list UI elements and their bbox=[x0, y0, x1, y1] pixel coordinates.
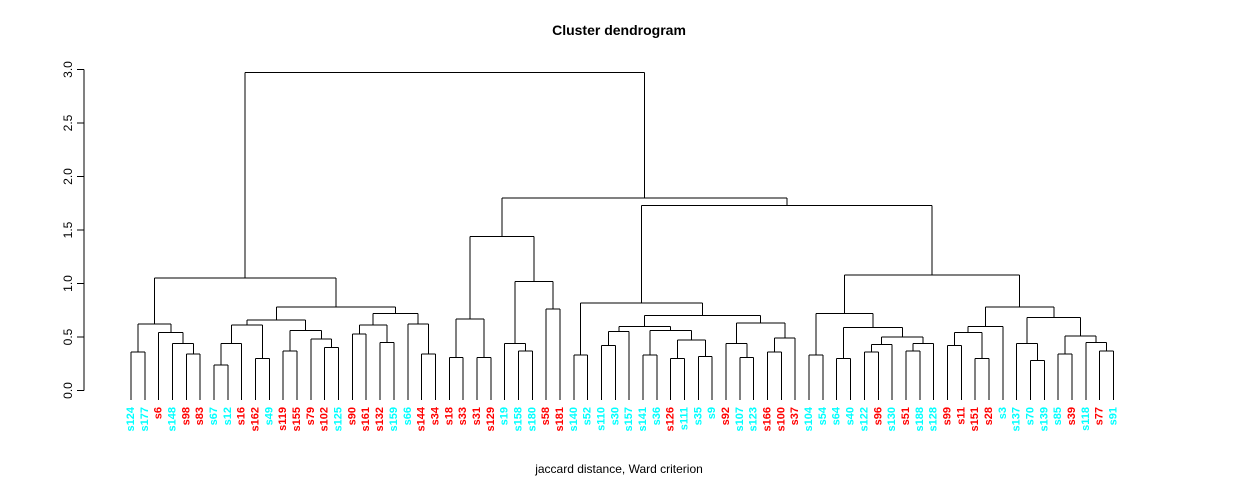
leaf-label: s51 bbox=[900, 407, 912, 425]
leaf-label: s181 bbox=[554, 407, 566, 431]
leaf-label: s3 bbox=[997, 407, 1009, 419]
y-tick-label: 0.0 bbox=[61, 382, 75, 399]
leaf-label: s16 bbox=[236, 407, 248, 425]
leaf-label: s158 bbox=[512, 407, 524, 431]
leaf-label: s96 bbox=[872, 407, 884, 425]
leaf-label: s77 bbox=[1094, 407, 1106, 425]
leaf-label: s85 bbox=[1052, 407, 1064, 425]
leaf-label: s18 bbox=[443, 407, 455, 425]
leaf-label: s9 bbox=[706, 407, 718, 419]
leaf-label: s90 bbox=[346, 407, 358, 425]
leaf-label: s33 bbox=[457, 407, 469, 425]
leaf-label: s79 bbox=[305, 407, 317, 425]
leaf-label: s12 bbox=[222, 407, 234, 425]
leaf-label: s39 bbox=[1066, 407, 1078, 425]
leaf-label: s130 bbox=[886, 407, 898, 431]
leaf-label: s118 bbox=[1080, 407, 1092, 431]
leaf-label: s139 bbox=[1038, 407, 1050, 431]
leaf-label: s98 bbox=[180, 407, 192, 425]
y-tick-label: 2.5 bbox=[61, 114, 75, 131]
leaf-label: s155 bbox=[291, 407, 303, 431]
plot-title: Cluster dendrogram bbox=[552, 22, 686, 38]
leaf-label: s166 bbox=[762, 407, 774, 431]
leaf-label: s34 bbox=[429, 406, 441, 425]
leaf-label: s111 bbox=[679, 407, 691, 430]
leaf-label: s124 bbox=[125, 406, 137, 431]
leaf-label: s144 bbox=[416, 406, 428, 431]
y-tick-label: 3.0 bbox=[61, 61, 75, 78]
y-tick-label: 1.5 bbox=[61, 221, 75, 238]
leaf-label: s36 bbox=[651, 407, 663, 425]
leaf-label: s99 bbox=[941, 407, 953, 425]
y-tick-label: 0.5 bbox=[61, 328, 75, 345]
y-tick-label: 1.0 bbox=[61, 275, 75, 292]
leaf-label: s49 bbox=[263, 407, 275, 425]
leaf-label: s11 bbox=[955, 407, 967, 425]
leaf-label: s28 bbox=[983, 407, 995, 425]
leaf-label: s126 bbox=[665, 407, 677, 431]
leaf-label: s100 bbox=[775, 407, 787, 431]
leaf-label: s162 bbox=[250, 407, 262, 431]
leaf-label: s107 bbox=[734, 407, 746, 431]
leaf-label: s92 bbox=[720, 407, 732, 425]
leaf-label: s30 bbox=[609, 407, 621, 425]
leaf-label: s6 bbox=[153, 407, 165, 419]
leaf-label: s40 bbox=[845, 407, 857, 425]
leaf-label: s132 bbox=[374, 407, 386, 431]
leaf-label: s67 bbox=[208, 407, 220, 425]
leaf-label: s31 bbox=[471, 407, 483, 425]
leaf-label: s37 bbox=[789, 407, 801, 425]
leaf-label: s122 bbox=[858, 407, 870, 431]
y-tick-label: 2.0 bbox=[61, 168, 75, 185]
leaf-label: s141 bbox=[637, 407, 649, 431]
leaf-label: s129 bbox=[485, 407, 497, 431]
leaf-label: s151 bbox=[969, 407, 981, 431]
leaf-label: s58 bbox=[540, 407, 552, 425]
leaf-label: s91 bbox=[1108, 407, 1120, 425]
leaf-label: s148 bbox=[167, 407, 179, 431]
leaf-label: s102 bbox=[319, 407, 331, 431]
leaf-label: s35 bbox=[692, 407, 704, 425]
leaf-label: s123 bbox=[748, 407, 760, 431]
plot-xlabel: jaccard distance, Ward criterion bbox=[535, 462, 703, 476]
leaf-label: s125 bbox=[333, 407, 345, 431]
leaf-label: s66 bbox=[402, 407, 414, 425]
leaf-label: s140 bbox=[568, 407, 580, 431]
leaf-label: s70 bbox=[1024, 407, 1036, 425]
leaf-label: s52 bbox=[582, 407, 594, 425]
leaf-label: s64 bbox=[831, 406, 843, 425]
leaf-label: s180 bbox=[526, 407, 538, 431]
leaf-label: s128 bbox=[928, 407, 940, 431]
leaf-label: s83 bbox=[194, 407, 206, 425]
leaf-label: s137 bbox=[1011, 407, 1023, 431]
leaf-label: s159 bbox=[388, 407, 400, 431]
leaf-label: s54 bbox=[817, 406, 829, 425]
leaf-label: s104 bbox=[803, 406, 815, 431]
leaf-label: s161 bbox=[360, 407, 372, 431]
leaf-label: s157 bbox=[623, 407, 635, 431]
leaf-label: s119 bbox=[277, 407, 289, 431]
leaf-label: s177 bbox=[139, 407, 151, 431]
leaf-label: s19 bbox=[499, 407, 511, 425]
leaf-label: s188 bbox=[914, 407, 926, 431]
leaf-label: s110 bbox=[595, 407, 607, 431]
